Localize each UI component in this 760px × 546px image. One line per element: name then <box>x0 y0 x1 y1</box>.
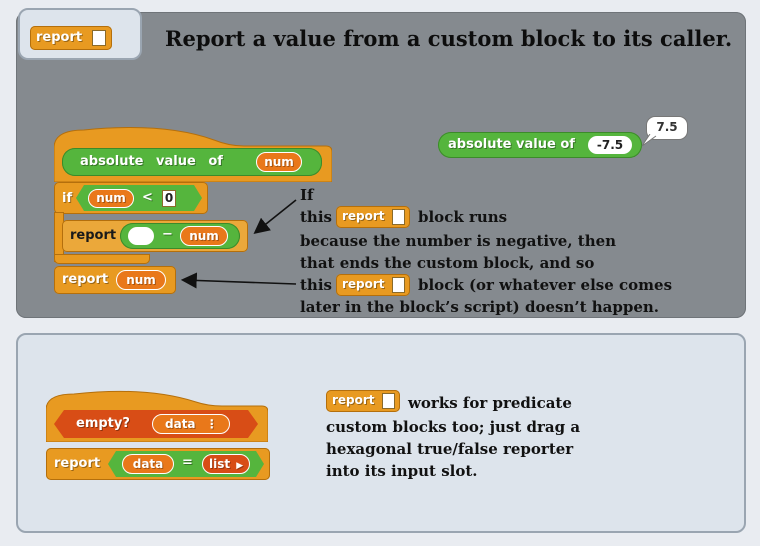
less-than-op: < <box>142 190 153 205</box>
condition-var-num[interactable]: num <box>88 189 134 208</box>
explanation-report-slot-1 <box>392 209 405 225</box>
explanation-line-2-pre: this <box>300 208 332 226</box>
less-than-predicate[interactable]: num < 0 <box>76 185 202 211</box>
equals-var-data[interactable]: data <box>122 454 174 474</box>
inner-report-label: report <box>70 228 117 243</box>
explanation-line-1: If <box>300 186 314 204</box>
explanation-report-slot-2 <box>392 277 405 293</box>
explanation-line-4: that ends the custom block, and so <box>300 254 595 272</box>
hat-prototype[interactable]: absolute value of num <box>62 148 322 176</box>
condition-value-slot[interactable]: 0 <box>162 190 176 207</box>
equals-predicate[interactable]: data = list ▶ <box>108 451 264 477</box>
minus-reporter[interactable]: − num <box>120 223 240 249</box>
predicate-note-line-4: into its input slot. <box>326 462 478 480</box>
tab-report-label: report <box>36 30 83 45</box>
note-report-label: report <box>332 393 375 407</box>
empty-label: empty? <box>76 416 130 431</box>
outer-report-block[interactable]: report num <box>54 266 176 294</box>
inner-report-block[interactable]: report − num <box>62 220 248 252</box>
predicate-report-label: report <box>54 456 101 471</box>
explanation-line-5-pre: this <box>300 276 332 294</box>
predicate-note-line-3: hexagonal true/false reporter <box>326 440 574 458</box>
explanation-line-3: because the number is negative, then <box>300 232 617 250</box>
tab-report-block[interactable]: report <box>30 26 112 50</box>
hat-param-num[interactable]: num <box>256 152 302 172</box>
note-report-block: report <box>326 390 400 412</box>
predicate-report-block[interactable]: report data = list ▶ <box>46 448 270 480</box>
explanation-line-5-post: block (or whatever else comes <box>418 276 673 294</box>
minus-var-num[interactable]: num <box>180 226 228 246</box>
empty-param-label: data <box>165 417 196 431</box>
list-reporter[interactable]: list ▶ <box>202 454 250 474</box>
outer-report-var-num[interactable]: num <box>116 270 166 290</box>
if-block-arm <box>54 212 64 262</box>
predicate-hat[interactable]: empty? data ⋮ <box>46 390 268 442</box>
minus-empty-slot[interactable] <box>128 227 154 245</box>
predicate-note-line-2: custom blocks too; just drag a <box>326 418 581 436</box>
arrow-to-inner-report <box>253 199 297 234</box>
bubble-tail <box>641 134 657 147</box>
custom-block-hat[interactable]: absolute value of num <box>54 126 332 182</box>
list-arrow-icon[interactable]: ▶ <box>236 461 244 471</box>
predicate-note-line-1: works for predicate <box>408 394 572 412</box>
explanation-report-label-2: report <box>342 277 385 291</box>
if-block-bottom <box>54 254 150 264</box>
empty-param-data[interactable]: data ⋮ <box>152 414 230 434</box>
explanation-report-label-1: report <box>342 209 385 223</box>
minus-op: − <box>162 227 173 242</box>
if-label: if <box>62 191 73 206</box>
equals-op: = <box>182 455 193 470</box>
explanation-report-block-1: report <box>336 206 410 228</box>
arrow-to-outer-report <box>180 272 297 289</box>
call-label: absolute value of <box>448 137 575 152</box>
explanation-line-2-post: block runs <box>418 208 508 226</box>
param-dots-icon: ⋮ <box>205 417 218 431</box>
explanation-report-block-2: report <box>336 274 410 296</box>
call-argument[interactable]: -7.5 <box>588 136 632 154</box>
hat-prototype-label: absolute value of <box>80 154 223 169</box>
empty-predicate-prototype[interactable]: empty? data ⋮ <box>54 410 258 438</box>
explanation-line-6: later in the block’s script) doesn’t hap… <box>300 298 659 316</box>
list-label: list <box>209 457 231 471</box>
if-block[interactable]: if num < 0 <box>54 182 208 214</box>
tab-report-slot[interactable] <box>92 30 106 46</box>
absolute-value-call[interactable]: absolute value of -7.5 <box>438 132 642 158</box>
outer-report-label: report <box>62 272 109 287</box>
note-report-slot <box>382 393 395 409</box>
page-title: Report a value from a custom block to it… <box>165 26 733 51</box>
